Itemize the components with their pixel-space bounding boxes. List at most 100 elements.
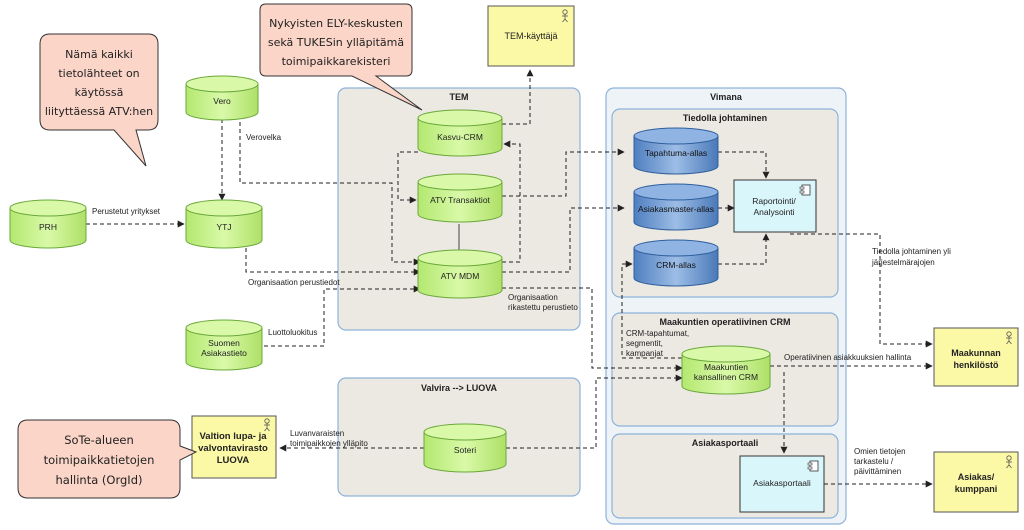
component-raportointi[interactable]: Raportointi/ Analysointi [733, 179, 817, 233]
db-kasvu-crm[interactable]: Kasvu-CRM [417, 109, 503, 157]
db-tapahtuma-allas[interactable]: Tapahtuma-allas [633, 127, 719, 175]
edge-mdm-maakuntien-crm [502, 287, 683, 372]
group-maakuntien-crm-title: Maakuntien operatiivinen CRM [659, 317, 790, 327]
label-organisaation-perustiedot: Organisaation perustiedot [248, 278, 340, 287]
db-prh[interactable]: PRH [9, 199, 87, 249]
db-atv-mdm-label: ATV MDM [441, 271, 480, 281]
connectors [86, 69, 933, 488]
actor-icon [1006, 455, 1012, 469]
db-ytj[interactable]: YTJ [185, 199, 263, 249]
label-operatiivinen: Operatiivinen asiakkuuksien hallinta [784, 353, 912, 362]
edge-transaktiot-tapahtuma [502, 148, 625, 197]
edge-ytj-mdm [245, 248, 421, 276]
edge-mdm-kasvu [502, 140, 521, 263]
callout-sources-line-1: Nämä kaikki [65, 48, 133, 61]
actor-tem-kayttaja[interactable]: TEM-käyttäjä [487, 5, 575, 67]
group-asiakasportaali-title: Asiakasportaali [692, 438, 759, 448]
callout-registry: Nykyisten ELY-keskusten sekä TUKESin yll… [259, 3, 423, 111]
label-rikastettu-2: rikastettu perustieto [508, 303, 578, 312]
component-asiakasportaali-label: Asiakasportaali [753, 478, 811, 488]
label-omien-3: päivittäminen [854, 467, 901, 476]
label-crm-tapahtumat-2: segmentit, [626, 339, 663, 348]
actor-asiakas-label-2: kumppani [955, 484, 998, 494]
db-ytj-label: YTJ [216, 222, 231, 232]
actor-icon [562, 9, 568, 23]
actor-maakunnan-label-1: Maakunnan [951, 348, 1001, 358]
actor-icon [1006, 331, 1012, 345]
component-icon [809, 460, 819, 472]
callout-sources-line-4: liityttäessä ATV:hen [45, 105, 153, 118]
edge-tapahtuma-raportointi [718, 151, 770, 179]
group-tem-title: TEM [450, 92, 469, 102]
edge-asiakastieto-mdm [264, 285, 421, 347]
label-rikastettu-1: Organisaation [508, 293, 558, 302]
db-soteri-label: Soteri [454, 445, 476, 455]
edge-crm-allas-raportointi [718, 233, 770, 265]
edge-kasvu-transaktiot [397, 151, 418, 204]
group-tiedolla-title: Tiedolla johtaminen [683, 113, 767, 123]
callout-sources: Nämä kaikki tietolähteet on käytössä lii… [39, 33, 159, 167]
db-asiakasmaster-allas[interactable]: Asiakasmaster-allas [633, 183, 719, 231]
db-atv-transaktiot[interactable]: ATV Transaktiot [417, 173, 503, 223]
db-soteri[interactable]: Soteri [423, 423, 507, 473]
actor-maakunnan-henkilosto[interactable]: Maakunnan henkilöstö [933, 327, 1019, 387]
callout-sote-line-2: toimipaikkatietojen [44, 453, 155, 467]
actor-icon [264, 418, 270, 432]
component-raportointi-label-2: Analysointi [753, 207, 794, 217]
label-perustetut: Perustetut yritykset [92, 207, 161, 216]
actor-tem-kayttaja-label: TEM-käyttäjä [504, 31, 557, 41]
label-verovelka: Verovelka [246, 133, 282, 142]
db-tapahtuma-allas-label: Tapahtuma-allas [645, 148, 707, 158]
callout-sote: SoTe-alueen toimipaikkatietojen hallinta… [17, 419, 198, 499]
label-crm-tapahtumat-1: CRM-tapahtumat, [626, 329, 689, 338]
db-suomen-label-2: Asiakastieto [201, 348, 247, 358]
actor-asiakas-label-1: Asiakas/ [958, 472, 995, 482]
db-crm-allas[interactable]: CRM-allas [633, 239, 719, 287]
label-crm-tapahtumat-3: kampanjat [626, 349, 664, 358]
component-raportointi-label-1: Raportointi/ [752, 196, 796, 206]
group-valvira-title: Valvira --> LUOVA [421, 383, 498, 393]
db-atv-transaktiot-label: ATV Transaktiot [430, 195, 490, 205]
label-luottoluokitus: Luottoluokitus [268, 328, 317, 337]
db-suomen-asiakastieto[interactable]: Suomen Asiakastieto [185, 319, 263, 371]
db-maakuntien-crm-label-2: kansallinen CRM [694, 372, 758, 382]
callout-sote-line-3: hallinta (OrgId) [56, 473, 143, 487]
label-luvanvaraisten-2: toimipaikkojen ylläpito [290, 439, 368, 448]
db-kasvu-crm-label: Kasvu-CRM [437, 132, 483, 142]
edge-vero-mdm [239, 122, 421, 266]
actor-valtion-label-1: Valtion lupa- ja [199, 431, 267, 442]
callout-sources-line-2: tietolähteet on [58, 67, 139, 80]
edge-kasvu-tem-kayttaja [502, 69, 534, 125]
component-asiakasportaali[interactable]: Asiakasportaali [739, 455, 825, 513]
callout-registry-line-2: sekä TUKESin ylläpitämä [268, 36, 404, 49]
group-vimana-title: Vimana [710, 92, 743, 102]
callout-sources-line-3: käytössä [75, 86, 124, 99]
db-maakuntien-crm[interactable]: Maakuntien kansallinen CRM [681, 345, 771, 395]
actor-valtion-lupa[interactable]: Valtion lupa- ja valvontavirasto LUOVA [191, 415, 277, 479]
db-asiakasmaster-allas-label: Asiakasmaster-allas [638, 204, 714, 214]
actor-valtion-label-3: LUOVA [217, 455, 250, 466]
db-crm-allas-label: CRM-allas [656, 260, 696, 270]
label-omien-2: tarkastelu / [854, 457, 894, 466]
label-tiedolla-1: Tiedolla johtaminen yli [872, 247, 951, 256]
component-icon [801, 184, 811, 196]
callout-sote-line-1: SoTe-alueen [64, 433, 134, 447]
label-luvanvaraisten-1: Luvanvaraisten [290, 429, 344, 438]
actor-maakunnan-label-2: henkilöstö [953, 360, 999, 370]
db-suomen-label-1: Suomen [208, 338, 240, 348]
db-vero[interactable]: Vero [185, 75, 259, 121]
edge-mdm-asiakasmaster [502, 204, 625, 273]
label-omien-1: Omien tietojen [854, 447, 906, 456]
edge-maakuntien-crm-allas [621, 260, 682, 359]
actor-asiakas-kumppani[interactable]: Asiakas/ kumppani [933, 451, 1019, 513]
label-tiedolla-2: järjestelmärajojen [871, 258, 935, 267]
db-atv-mdm[interactable]: ATV MDM [417, 249, 503, 299]
edge-raportointi-henkilosto [790, 233, 933, 348]
db-vero-label: Vero [213, 96, 231, 106]
callout-registry-line-3: toimipaikkarekisteri [282, 55, 391, 68]
actor-valtion-label-2: valvontavirasto [198, 443, 268, 454]
edge-soteri-maakuntien-crm [506, 374, 683, 449]
callout-registry-line-1: Nykyisten ELY-keskusten [269, 17, 403, 30]
db-prh-label: PRH [39, 222, 57, 232]
